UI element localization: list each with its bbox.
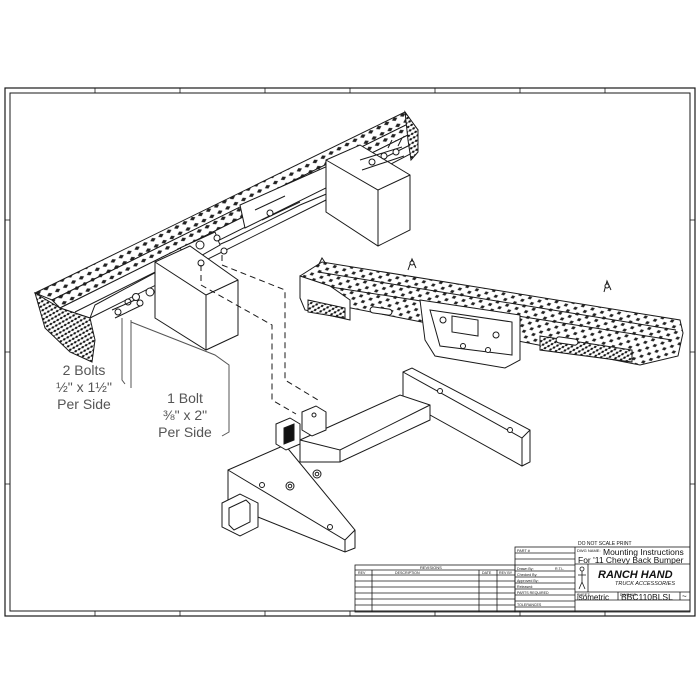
part-number-label: PART #	[517, 549, 531, 553]
drawn-by-value: R.T.L.	[555, 567, 564, 571]
parts-required-label: PARTS REQUIRED	[517, 591, 549, 595]
title-block-text: DO NOT SCALE PRINT PART # Drawn By: R.T.…	[358, 541, 687, 607]
revisions-col-date: DATE	[482, 571, 492, 575]
callout-one-bolt-size: ⅜" x 2"	[162, 407, 208, 423]
callout-leaders	[121, 318, 230, 437]
dwg-no-label: DWG NO:	[620, 593, 637, 597]
revisions-title: REVISIONS	[420, 565, 442, 570]
ranch-hand-logo-figure	[578, 566, 586, 590]
sheet-label: SHEET:	[577, 593, 590, 597]
title-block	[354, 546, 691, 613]
brand-subtitle: TRUCK ACCESSORIES	[615, 581, 675, 587]
revisions-col-description: DESCRIPTION	[395, 571, 420, 575]
brand-name: RANCH HAND	[598, 569, 673, 581]
mounting-frame	[221, 367, 531, 553]
approved-by-label: Approved By:	[517, 579, 539, 583]
revisions-col-rev-by: REV BY	[499, 571, 513, 575]
callout-two-bolts-per-side: Per Side	[57, 396, 111, 412]
callout-two-bolts-count: 2 Bolts	[62, 362, 106, 378]
assembled-bumper	[299, 257, 684, 369]
drawing-number: BBC110BLSL	[621, 592, 673, 602]
drawing-title-line2: For '11 Chevy Back Bumper	[578, 555, 684, 565]
tolerances-label: TOLERANCES	[517, 603, 542, 607]
revisions-col-rev: REV	[358, 571, 366, 575]
view-name: isometric	[577, 593, 609, 602]
drawn-by-label: Drawn By:	[517, 567, 534, 571]
revision-mark: ~	[682, 592, 687, 601]
callout-one-bolt: 1 Bolt ⅜" x 2" Per Side	[140, 390, 230, 441]
bumper-exploded-view	[33, 110, 419, 363]
assembly-dash-lines	[200, 255, 319, 415]
callout-two-bolts-size: ½" x 1½"	[56, 379, 112, 395]
callout-one-bolt-per-side: Per Side	[158, 424, 212, 440]
callout-two-bolts: 2 Bolts ½" x 1½" Per Side	[34, 362, 134, 413]
released-label: Released:	[517, 585, 533, 589]
drawing-border	[4, 87, 696, 617]
checked-by-label: Checked By:	[517, 573, 537, 577]
callout-one-bolt-count: 1 Bolt	[167, 390, 203, 406]
do-not-scale-note: DO NOT SCALE PRINT	[578, 541, 632, 547]
drawing-title-line1: Mounting Instructions	[603, 547, 684, 557]
dwg-name-label: DWG NAME:	[577, 548, 601, 553]
